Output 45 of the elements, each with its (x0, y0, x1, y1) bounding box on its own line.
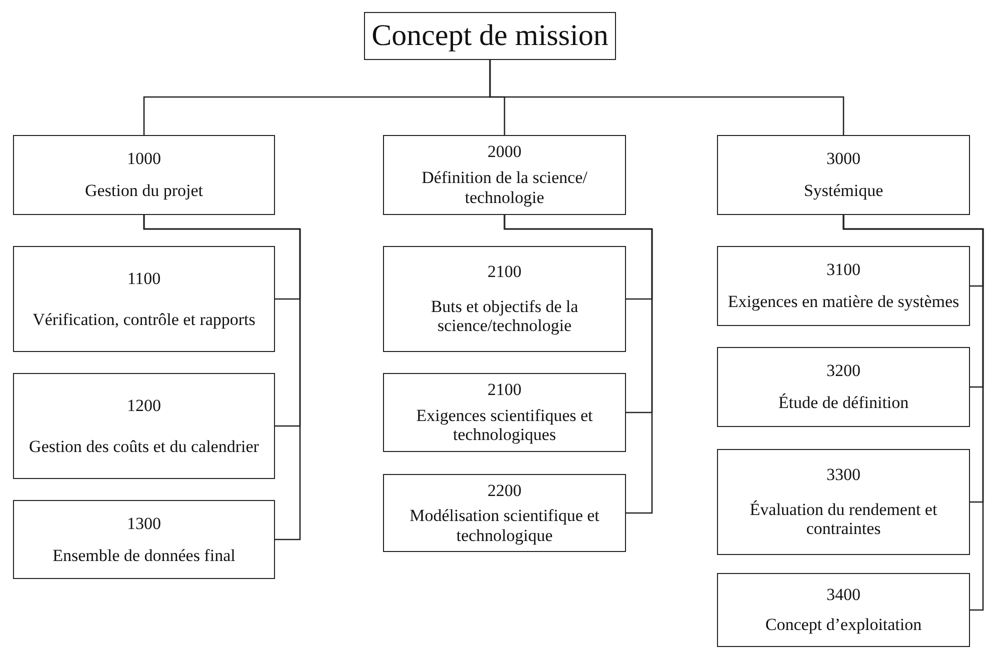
connector-line (143, 215, 301, 540)
task-name: Concept d’exploitation (765, 615, 922, 636)
task-name: Ensemble de données final (52, 546, 236, 566)
task-name: Exigences scientifiques et technologiques (415, 406, 594, 445)
connector-line (504, 215, 653, 514)
wbs-box (383, 474, 626, 552)
wbs-number: 1200 (127, 396, 161, 416)
wbs-number: 1000 (127, 148, 161, 169)
wbs-box (13, 246, 275, 352)
wbs-box (13, 500, 275, 579)
task-name: Modélisation scientifique et technologique (408, 506, 600, 546)
connector-line (842, 215, 984, 611)
wbs-box (717, 135, 970, 215)
wbs-number: 2000 (488, 142, 522, 162)
task-name: Évaluation du rendement et contraintes (748, 500, 938, 539)
task-name: Exigences en matière de systèmes (728, 292, 960, 312)
root-box (364, 12, 616, 60)
task-name: Buts et objectifs de la science/technologie (430, 296, 580, 336)
wbs-box (13, 135, 275, 215)
task-name: Gestion du projet (84, 181, 204, 202)
wbs-number: 2100 (488, 380, 522, 400)
wbs-number: 3300 (826, 465, 860, 485)
wbs-box (383, 246, 626, 352)
wbs-number: 1100 (127, 268, 161, 288)
wbs-number: 3400 (826, 584, 860, 605)
wbs-box (383, 373, 626, 452)
task-name: Systémique (804, 181, 884, 202)
wbs-box (717, 573, 970, 647)
wbs-number: 2200 (488, 480, 522, 500)
task-name: Étude de définition (778, 393, 909, 414)
wbs-number: 1300 (127, 514, 161, 534)
wbs-number: 3100 (826, 260, 860, 280)
wbs-box (717, 347, 970, 427)
task-name: Définition de la science/ technologie (420, 168, 588, 208)
wbs-box (13, 373, 275, 479)
title-text: Concept de mission (372, 18, 608, 54)
wbs-number: 2100 (488, 262, 522, 282)
connector-line (489, 60, 844, 135)
wbs-number: 3200 (826, 360, 860, 381)
task-name: Vérification, contrôle et rapports (32, 310, 256, 330)
wbs-box (717, 449, 970, 555)
wbs-box (383, 135, 626, 215)
wbs-box (717, 246, 970, 326)
task-name: Gestion des coûts et du calendrier (29, 436, 259, 456)
wbs-number: 3000 (826, 148, 860, 169)
